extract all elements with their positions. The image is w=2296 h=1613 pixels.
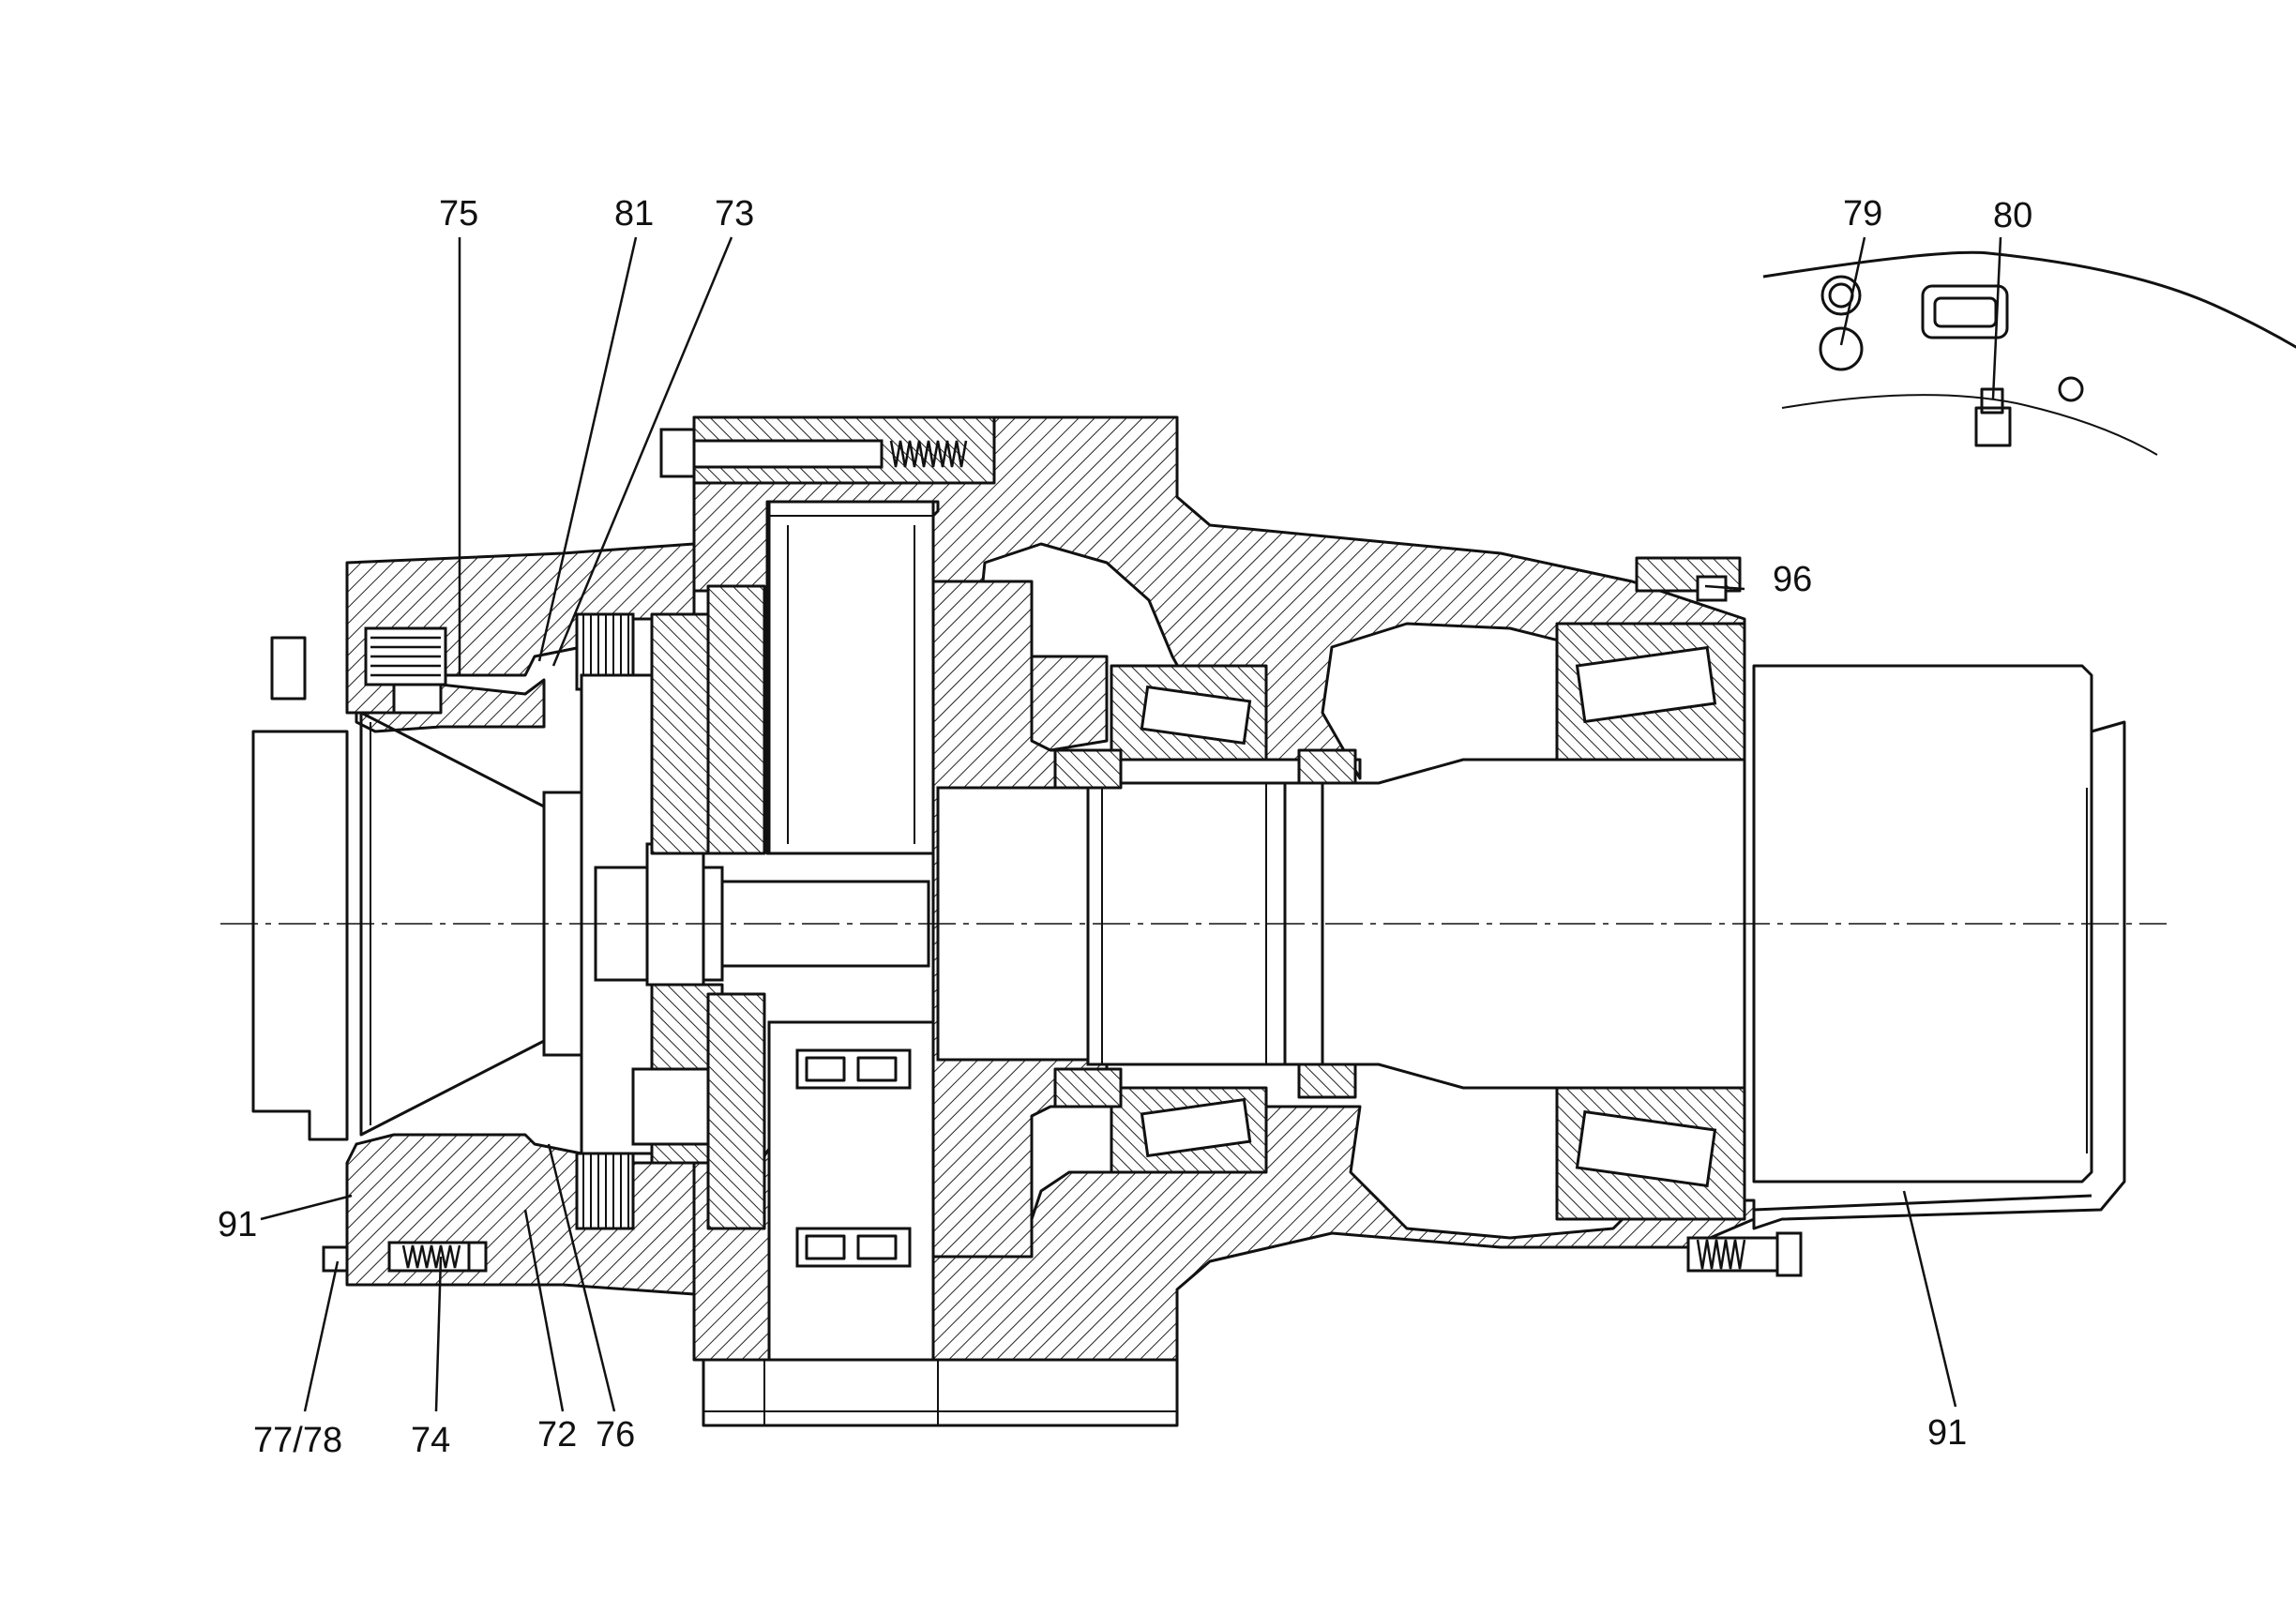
taper-bearing-inner-upper <box>1110 664 1268 761</box>
taper-bearing-inner-lower <box>1110 1086 1268 1174</box>
planet-gear-stage-2-lower <box>767 1020 935 1362</box>
callout-76: 76 <box>596 1415 635 1455</box>
shaft-seal <box>1053 748 1357 1108</box>
planet-gear-stage-2-upper <box>767 500 935 855</box>
output-drum <box>1744 638 2126 1230</box>
top-flange-bolt <box>659 415 996 485</box>
taper-bearing-outer-upper <box>1555 622 1746 761</box>
callout-80: 80 <box>1993 196 2032 235</box>
right-bolt-lower <box>1686 1231 1803 1277</box>
callout-81: 81 <box>614 194 654 234</box>
brake-spring-75 <box>364 626 447 686</box>
callout-72: 72 <box>537 1415 577 1455</box>
callout-74: 74 <box>411 1421 450 1460</box>
callout-73: 73 <box>715 194 754 234</box>
brake-spring-lower <box>322 1241 488 1273</box>
planet-gear-stage-1 <box>631 584 766 1230</box>
callout-91-right: 91 <box>1927 1413 1967 1453</box>
callout-75: 75 <box>439 194 478 234</box>
right-bolt-upper-96 <box>1635 556 1742 602</box>
taper-bearing-outer-lower <box>1555 1086 1746 1221</box>
leader-lines <box>260 236 2002 1412</box>
friction-disc-pack-lower <box>575 1152 635 1230</box>
callout-96: 96 <box>1773 560 1812 599</box>
callout-labels: 75 81 73 79 80 96 91 77/78 74 72 76 91 <box>218 194 2032 1460</box>
callout-79: 79 <box>1843 194 1882 234</box>
inset-detail-view <box>1762 250 2296 456</box>
callout-77-78: 77/78 <box>253 1421 342 1460</box>
callout-91-left: 91 <box>218 1205 257 1244</box>
mounting-flange-bottom <box>702 1358 1179 1427</box>
